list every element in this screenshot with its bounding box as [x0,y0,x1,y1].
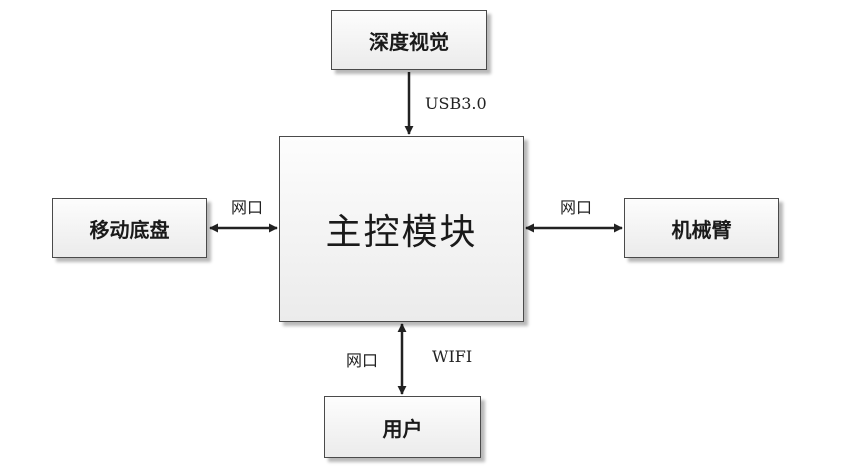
edge-label-arm-port: 网口 [560,198,593,217]
edge-label-usb: USB3.0 [425,94,487,113]
depth-vision-label: 深度视觉 [369,29,449,54]
robot-arm-label: 机械臂 [671,217,732,242]
depth-vision-node: 深度视觉 [331,10,487,70]
user-node: 用户 [324,396,481,458]
edge-label-user-port: 网口 [346,351,379,370]
main-control-node: 主控模块 [279,136,524,322]
mobile-chassis-label: 移动底盘 [89,217,170,242]
edge-label-chassis-port: 网口 [231,198,264,217]
edge-label-wifi: WIFI [432,347,473,366]
main-control-label: 主控模块 [325,212,478,253]
user-label: 用户 [382,416,423,441]
robot-arm-node: 机械臂 [624,198,779,258]
mobile-chassis-node: 移动底盘 [52,198,207,258]
